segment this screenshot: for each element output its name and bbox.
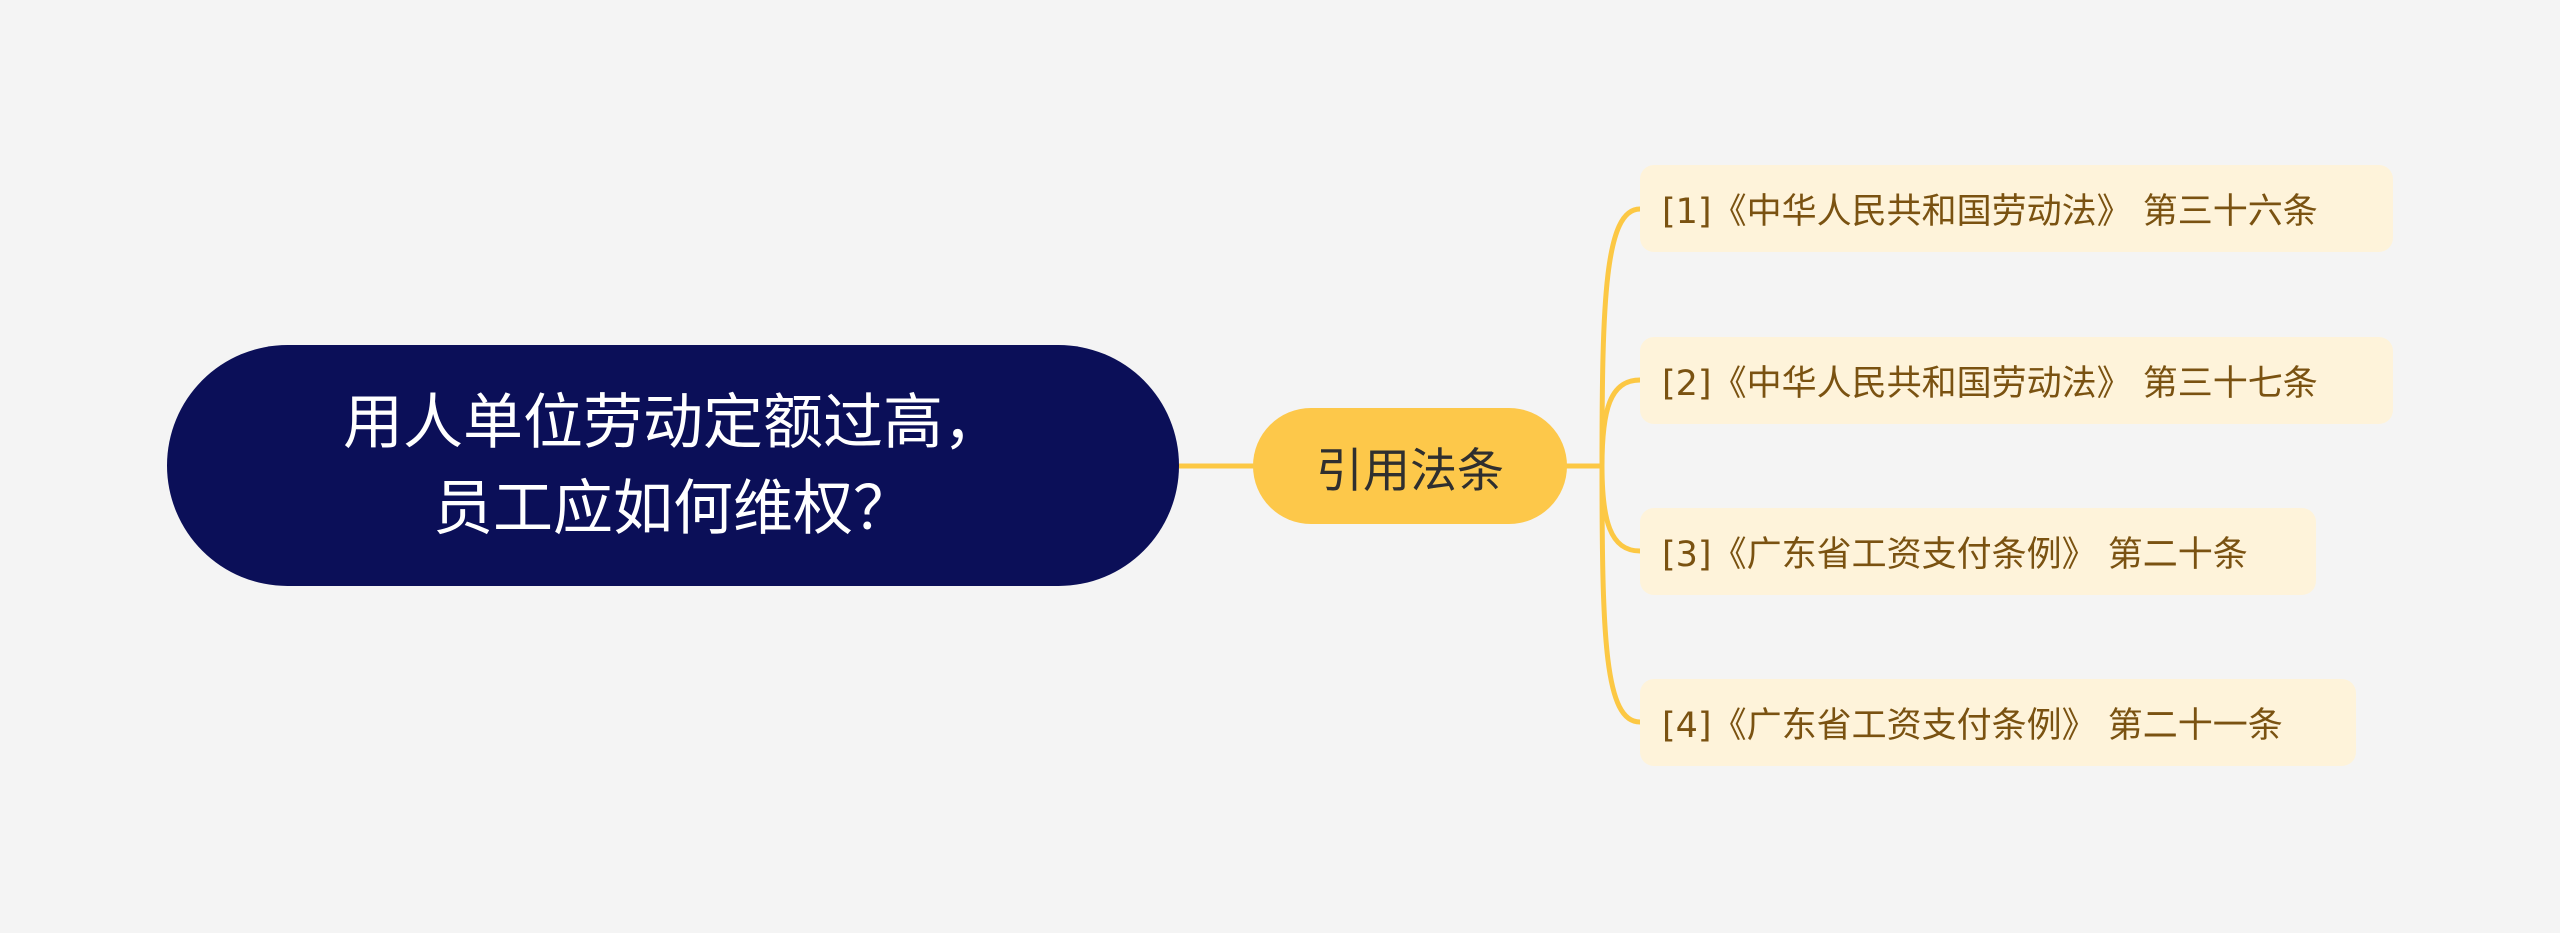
leaf-node-4[interactable]: [4]《广东省工资支付条例》 第二十一条 (1640, 679, 2356, 766)
leaf-node-label: [2]《中华人民共和国劳动法》 第三十七条 (1662, 364, 2318, 404)
root-topic-node[interactable]: 用人单位劳动定额过高， 员工应如何维权？ (167, 345, 1179, 586)
leaf-node-2[interactable]: [2]《中华人民共和国劳动法》 第三十七条 (1640, 337, 2393, 424)
leaf-1-connector (1599, 206, 1643, 469)
leaf-node-label: [1]《中华人民共和国劳动法》 第三十六条 (1662, 192, 2318, 232)
leaf-node-1[interactable]: [1]《中华人民共和国劳动法》 第三十六条 (1640, 165, 2393, 252)
leaf-node-label: [4]《广东省工资支付条例》 第二十一条 (1662, 706, 2283, 746)
leaf-2-connector (1599, 377, 1643, 469)
leaf-3-connector (1599, 463, 1643, 554)
root-topic-line-1: 用人单位劳动定额过高， (343, 387, 1003, 458)
root-topic-line-2: 员工应如何维权？ (433, 473, 913, 544)
branch-node-label: 引用法条 (1316, 443, 1504, 499)
leaf-node-3[interactable]: [3]《广东省工资支付条例》 第二十条 (1640, 508, 2316, 595)
leaf-node-label: [3]《广东省工资支付条例》 第二十条 (1662, 535, 2248, 575)
branch-node-cited-laws[interactable]: 引用法条 (1253, 408, 1567, 524)
leaf-4-connector (1599, 463, 1643, 725)
